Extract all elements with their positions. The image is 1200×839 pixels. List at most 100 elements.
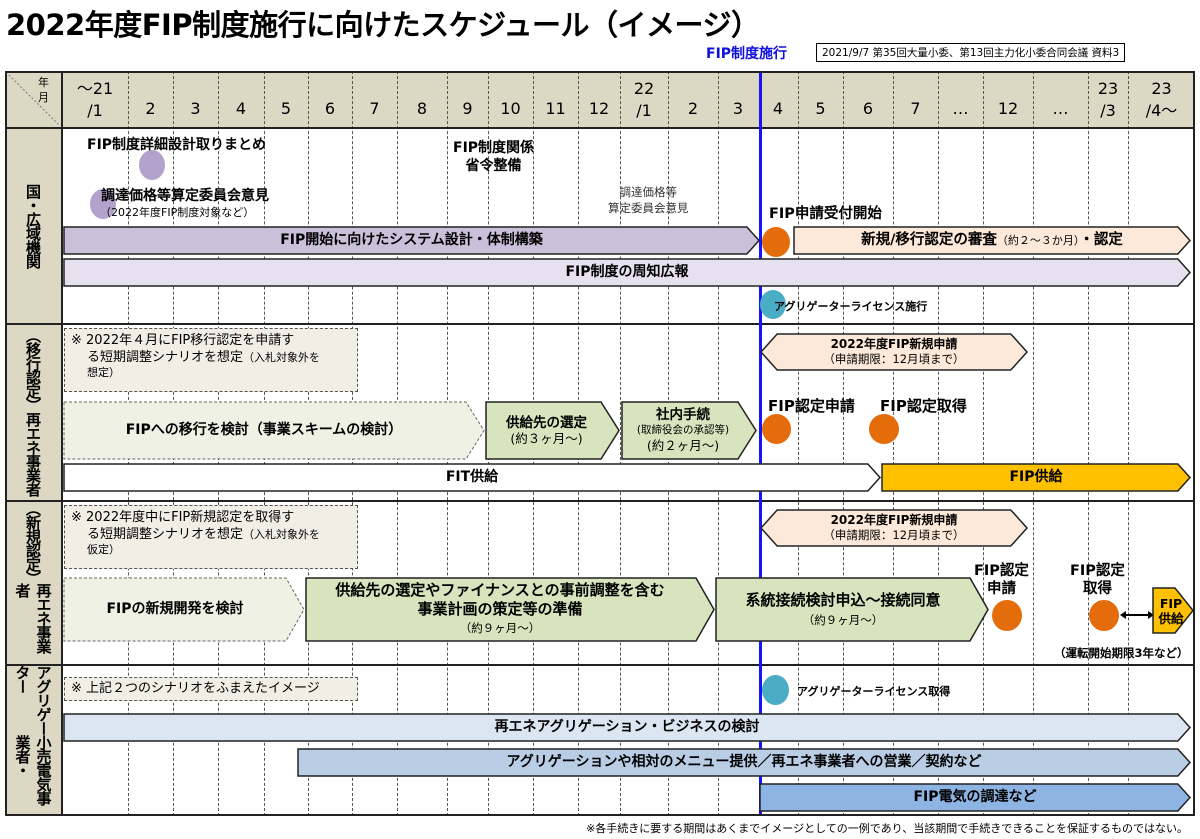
bar-internal-detail: (取締役会の承認等)	[636, 424, 730, 436]
bar-review-duration: （約２～３か月）	[996, 233, 1080, 247]
meeting-reference: 2021/9/7 第35回大量小委、第13回主力化小委合同会議 資料3	[816, 43, 1126, 62]
bar-aggregation-business-label: 再エネアグリゲーション・ビジネスの検討	[494, 719, 760, 736]
bar-review: 新規/移行認定の審査（約２～３か月）・認定	[793, 226, 1192, 255]
bar-internal-procedure: 社内手続(取締役会の承認等) (約２ヶ月～)	[621, 401, 757, 460]
row-label-text: 再エネ事業者	[24, 412, 42, 496]
label-column-divider	[61, 71, 63, 816]
footnote: ※各手続きに要する期間はあくまでイメージとしての一例であり、当該期間で手続きでき…	[586, 822, 1188, 835]
arrow-shape	[759, 509, 1029, 547]
arrow-shape	[63, 577, 305, 642]
bar-grid-connection-label: 系統接続検討申込～接続同意	[745, 590, 941, 609]
arrow-polygon	[63, 226, 761, 255]
arrow-shape	[881, 463, 1192, 492]
arrow-shape	[297, 748, 1192, 777]
note-line: ※ 2022年度中にFIP新規認定を取得す	[71, 510, 295, 525]
bar-internal-label: 社内手続	[655, 407, 710, 423]
month-header-cell: 6	[862, 99, 874, 118]
month-header-cell: 11	[545, 99, 566, 118]
bar-consider-new: FIPの新規開発を検討	[63, 577, 305, 642]
month-number: /3	[1100, 101, 1116, 120]
month-gridline	[983, 71, 984, 816]
arrow-shape	[63, 463, 882, 492]
transition-note: ※ 2022年４月にFIP移行認定を申請す る短期調整シナリオを想定（入札対象外…	[64, 328, 358, 392]
arrow-polygon	[297, 748, 1192, 777]
row-label-subtext: （新規認定）	[24, 501, 42, 585]
milestone-detail-design-label: FIP制度詳細設計取りまとめ	[87, 137, 267, 153]
new-application-deadline: （申請期限：12月頃まで）	[823, 528, 965, 542]
row-label-text: 小売電気事業者・	[13, 735, 53, 806]
month-header-cell: 4	[772, 99, 784, 118]
cert-apply-line2: 申請	[986, 581, 1016, 597]
bar-review-tail: ・認定	[1079, 231, 1123, 248]
row-label-subtext: （移行認定）	[24, 328, 42, 412]
fip-start-line	[759, 71, 762, 816]
month-header-cell: 23/3	[1088, 78, 1128, 122]
month-header-cell: 23/4～	[1128, 78, 1195, 122]
arrow-shape	[485, 401, 620, 460]
month-year: 23	[1151, 79, 1172, 98]
arrow-shape	[715, 577, 989, 642]
row-label-text: 再エネ事業者	[13, 582, 53, 653]
section-separator	[5, 664, 1195, 666]
arrow-shape	[1152, 587, 1194, 634]
month-year: 23	[1097, 79, 1119, 98]
cert-apply-line1: FIP認定	[974, 563, 1029, 579]
fip-supply-line2: 供給	[1158, 610, 1184, 626]
month-gridline	[1033, 71, 1034, 816]
license-obtain-label: アグリゲーターライセンス取得	[797, 685, 951, 698]
milestone-dot	[90, 189, 116, 219]
arrow-polygon	[793, 226, 1192, 255]
note-line: る短期調整シナリオを想定	[87, 527, 244, 542]
bar-consider-new-label: FIPの新規開発を検討	[106, 601, 244, 618]
row-label-text: 国・広域機関	[24, 183, 42, 268]
bar-supplier-selection: 供給先の選定(約３ヶ月～)	[485, 401, 620, 460]
license-enforcement-label: アグリゲーターライセンス施行	[774, 300, 928, 313]
row-label-transition: 再エネ事業者 （移行認定）	[5, 324, 62, 500]
arrow-shape	[63, 258, 1192, 287]
cert-obtain-dot	[1089, 600, 1119, 631]
bar-internal-duration: (約２ヶ月～)	[646, 438, 720, 453]
new-note: ※ 2022年度中にFIP新規認定を取得す る短期調整シナリオを想定（入札対象外…	[64, 505, 358, 569]
arrow-shape	[63, 226, 761, 255]
milestone-committee-label: 調達価格等算定委員会意見	[101, 188, 269, 204]
arrow-polygon	[759, 333, 1029, 371]
month-number: /1	[87, 101, 103, 120]
bar-fip-procurement: FIP電気の調達など	[759, 783, 1192, 812]
license-enforcement-dot	[760, 290, 786, 319]
arrow-shape	[63, 401, 485, 460]
bar-supplier-label: 供給先の選定	[506, 414, 587, 431]
bar-business-prep-label: 供給先の選定やファイナンスとの事前調整を含む	[335, 581, 665, 599]
arrow-polygon	[63, 577, 305, 642]
arrow-polygon	[759, 783, 1192, 812]
bar-grid-connection-duration: （約９ヶ月～）	[802, 612, 884, 627]
header-separator	[5, 127, 1195, 129]
bar-consider-transition: FIPへの移行を検討（事業スキームの検討）	[63, 401, 485, 460]
month-header-cell: 6	[324, 99, 336, 118]
cert-obtain-label: FIP認定取得	[880, 397, 967, 415]
corner-year: 年	[38, 76, 49, 89]
arrow-shape	[305, 577, 715, 642]
operation-deadline-label: （運転開始期限3年など）	[1054, 646, 1189, 660]
month-gridline	[843, 71, 844, 816]
month-header-cell: 22/1	[620, 78, 668, 122]
fip-start-label: FIP制度施行	[706, 46, 788, 62]
arrow-polygon	[621, 401, 757, 460]
row-label-subtext: アグリゲーター	[13, 665, 53, 735]
note-line-small: （入札対象外を	[243, 528, 321, 541]
arrow-polygon	[63, 463, 882, 492]
arrow-shape	[793, 226, 1192, 255]
cert-apply-dot	[762, 414, 791, 444]
milestone-committee-sublabel: （2022年度FIP制度対象など）	[100, 206, 255, 219]
note-line-small: （入札対象外を	[243, 351, 321, 364]
cert-obtain-line1: FIP認定	[1070, 563, 1125, 579]
retail-note: ※ 上記２つのシナリオをふまえたイメージ	[64, 677, 358, 701]
note-line: 仮定）	[87, 543, 120, 556]
bar-business-prep-duration: （約９ヶ月～）	[459, 621, 541, 635]
new-application-deadline: （申請期限：12月頃まで）	[823, 352, 965, 366]
month-header-cell: 9	[462, 99, 473, 118]
bar-fip-procurement-label: FIP電気の調達など	[913, 789, 1037, 806]
note-line: ※ 2022年４月にFIP移行認定を申請す	[71, 333, 295, 348]
arrow-shape	[621, 401, 757, 460]
arrow-shape	[63, 713, 1192, 742]
cert-apply-label: FIP認定申請	[768, 397, 855, 415]
